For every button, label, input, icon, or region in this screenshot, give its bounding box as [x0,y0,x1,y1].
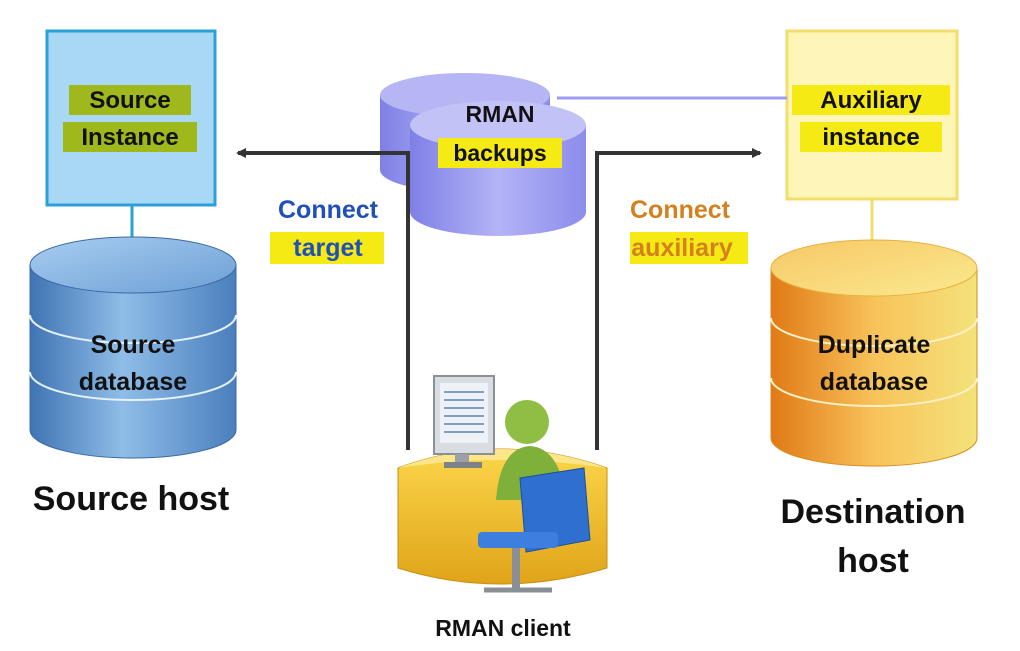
connect-auxiliary-label-line1: Connect [630,196,731,224]
destination-host-label-line1: Destination [780,493,965,531]
source-instance-box [45,29,217,207]
rman-backups-label-line2: backups [453,140,546,166]
source-instance-label-line1: Source [89,87,170,114]
source-database-label-line2: database [79,368,187,396]
connect-target-label-line2: target [293,234,363,262]
aux-instance-highlight-2 [800,122,942,152]
source-database-label-line1: Source [91,331,176,359]
source-instance-label-line2: Instance [81,124,178,151]
connect-target-arrow [236,148,410,450]
aux-instance-label-line1: Auxiliary [820,87,922,114]
duplicate-database-cylinder [770,239,978,467]
duplicate-database-label-line2: database [820,368,928,396]
source-database-cylinder [29,236,237,459]
connect-auxiliary-label-line2: auxiliary [631,234,733,262]
aux-instance-highlight-1 [792,85,950,115]
rman-client-workstation-icon [397,375,608,593]
duplicate-database-label-line1: Duplicate [818,331,931,359]
aux-instance-label-line2: instance [822,124,919,151]
connect-target-highlight [270,232,384,264]
source-instance-highlight-1 [69,85,191,115]
connect-auxiliary-arrow [595,148,762,450]
connect-target-label-line1: Connect [278,196,379,224]
rman-client-label: RMAN client [435,615,571,641]
source-instance-highlight-2 [63,122,197,152]
backups-highlight-2 [438,138,562,168]
connect-aux-highlight [630,232,748,264]
source-host-label: Source host [33,480,229,518]
rman-backups-label-line1: RMAN [466,101,535,127]
destination-host-label-line2: host [837,542,909,580]
